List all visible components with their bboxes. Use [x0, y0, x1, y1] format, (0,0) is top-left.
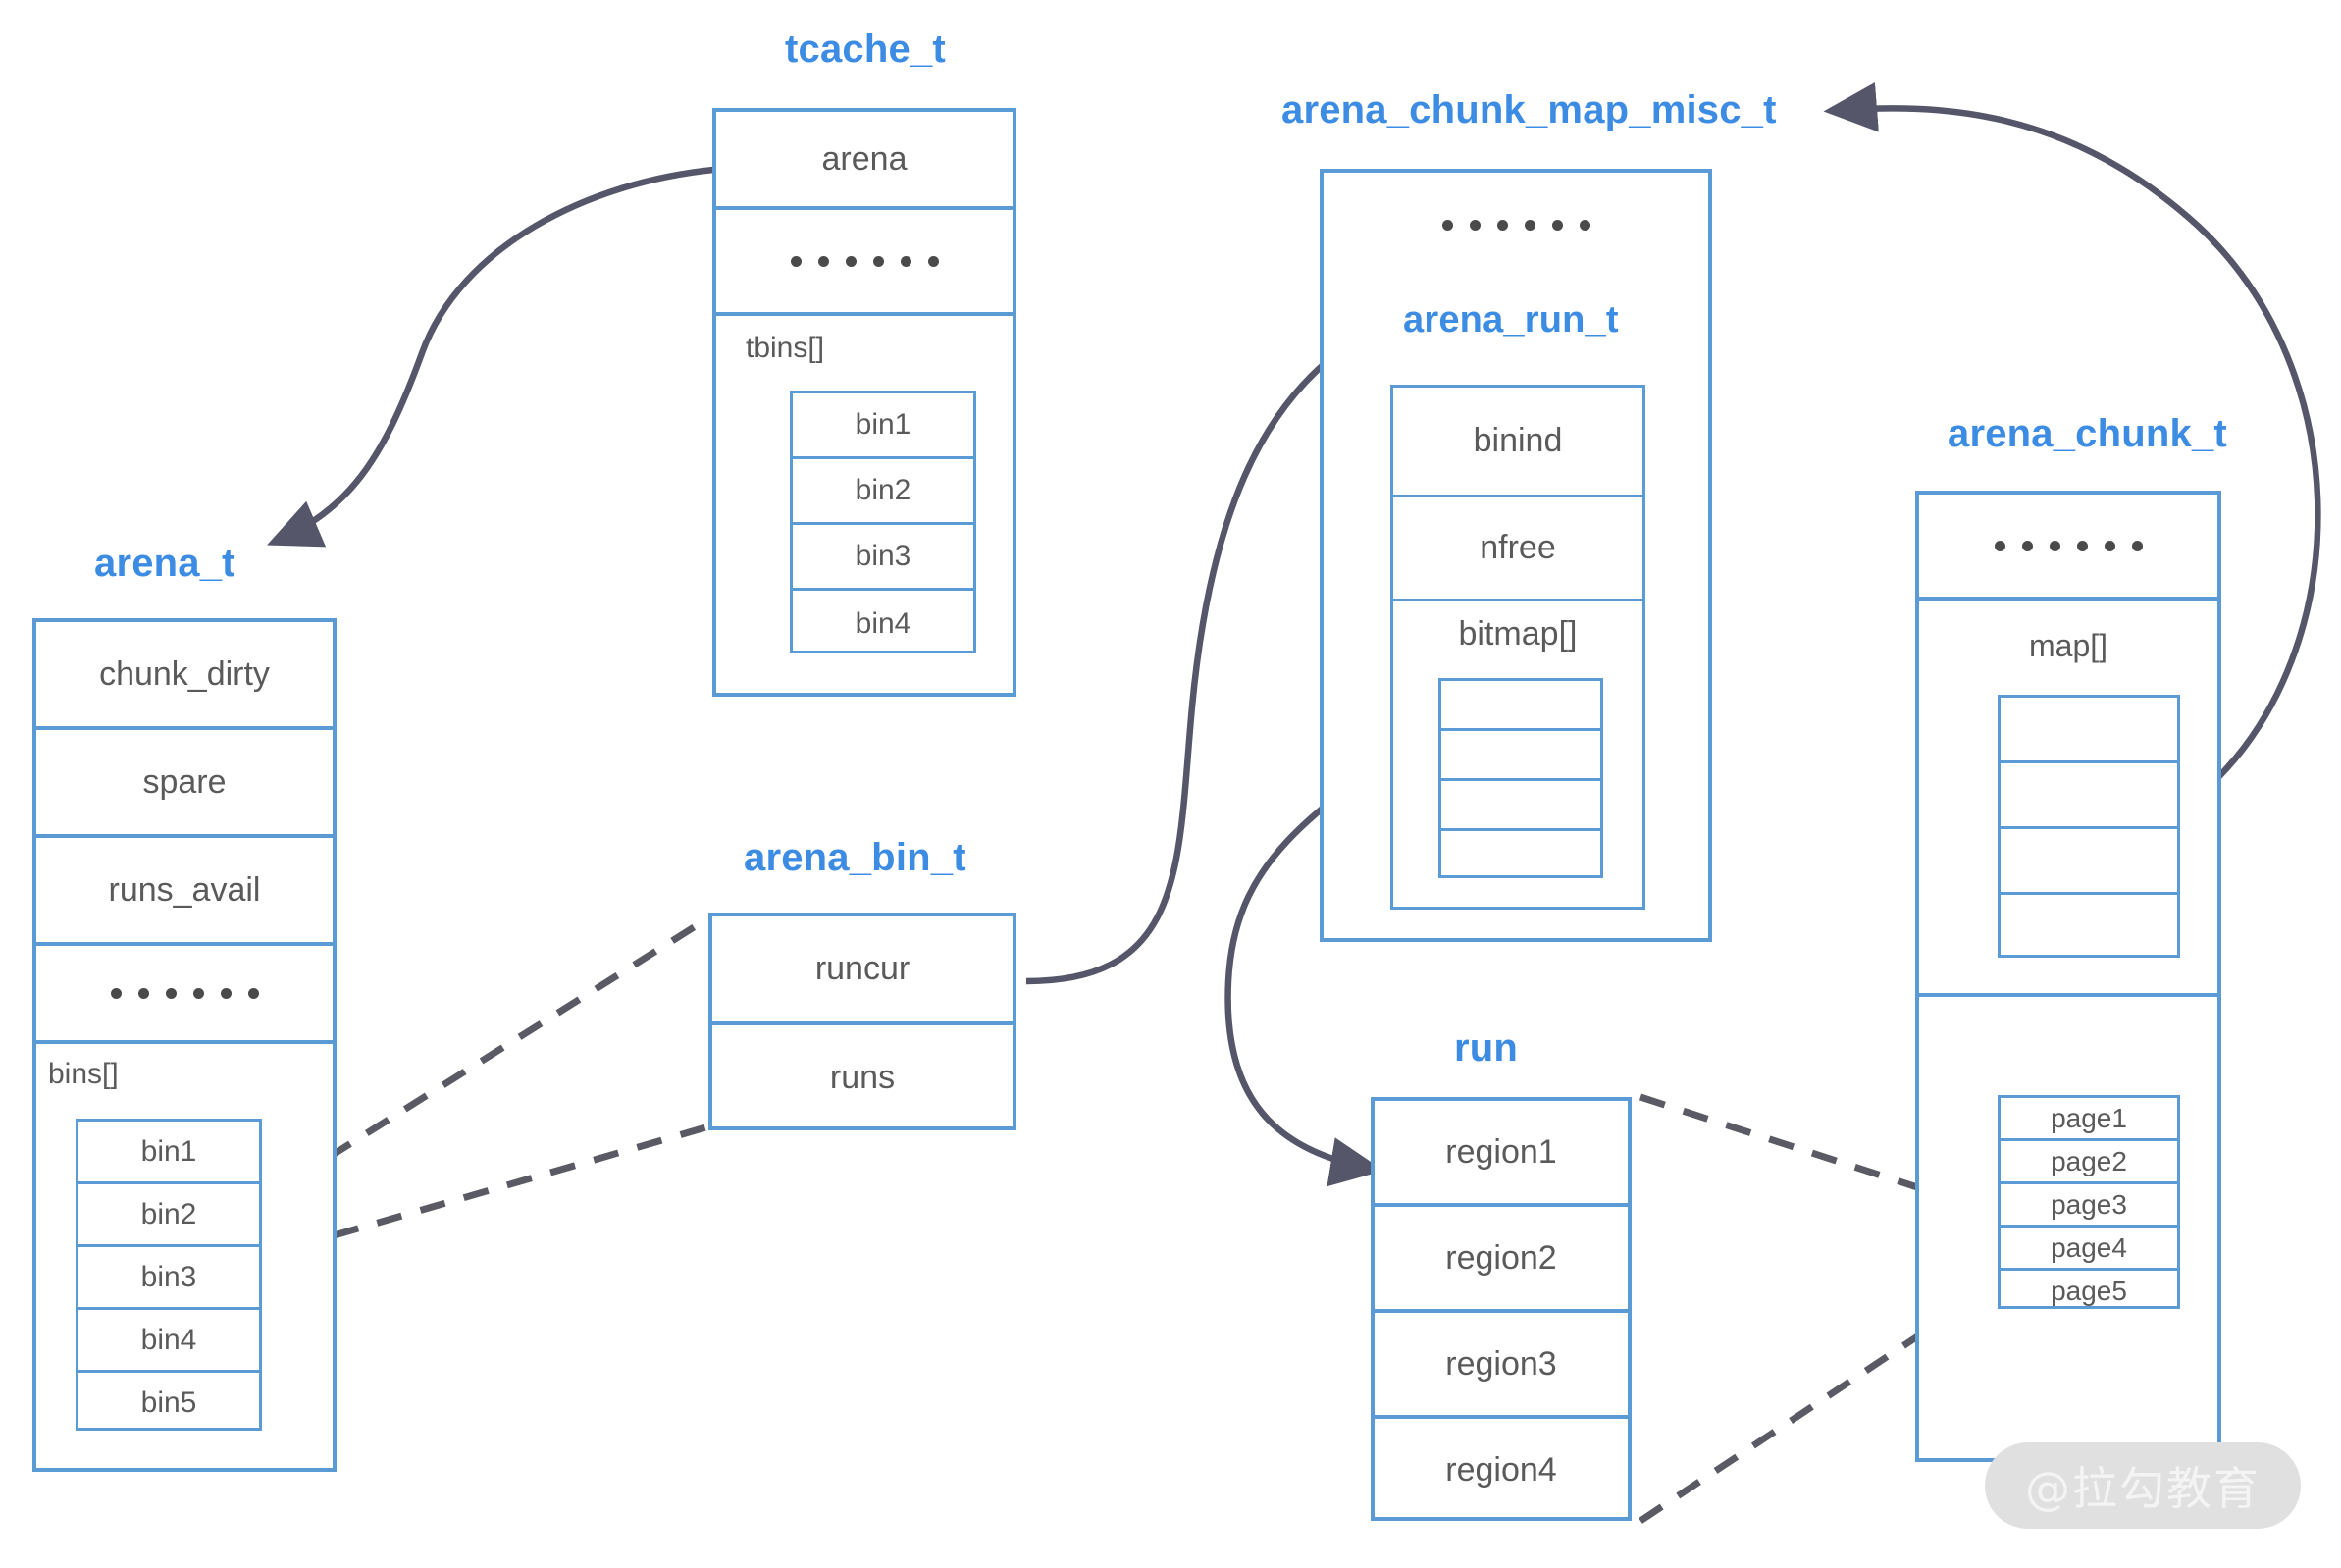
bitmap-item[interactable] [1441, 731, 1600, 781]
arena-chunk-t-field-map: map[] [1919, 601, 2217, 997]
page-item[interactable]: page3 [2001, 1184, 2177, 1228]
bins-item[interactable]: bin2 [78, 1184, 259, 1247]
map-array-label: map[] [2028, 628, 2108, 663]
tbins-item[interactable]: bin4 [855, 606, 911, 640]
arena-t-field-spare[interactable]: spare [36, 730, 333, 838]
arena-run-t-field-binind[interactable]: binind [1393, 388, 1642, 497]
arena-t-title: arena_t [94, 542, 235, 585]
connector-bin2-bottom-dashed [289, 1123, 710, 1252]
map-item[interactable] [2001, 698, 2177, 763]
arena-run-t-field-bitmap: bitmap[] [1393, 601, 1642, 907]
watermark: @拉勾教育 [1985, 1442, 2301, 1529]
tcache-t-box: arena tbins[] bin1 bin2 bin3 bin4 [712, 108, 1016, 697]
arena-bin-t-box: runcur runs [708, 913, 1016, 1130]
bitmap-item[interactable] [1441, 781, 1600, 831]
arena-t-field-chunk-dirty[interactable]: chunk_dirty [36, 622, 333, 730]
map-item[interactable] [2001, 763, 2177, 829]
bins-item[interactable]: bin3 [78, 1247, 259, 1310]
bins-array-label: bins[] [48, 1058, 119, 1090]
run-box: region1 region2 region3 region4 [1371, 1097, 1632, 1521]
arena-chunk-t-box: map[] page1 page2 page3 page4 page5 [1915, 491, 2221, 1462]
misc-t-field-ellipsis [1324, 173, 1708, 277]
arena-run-t-box: binind nfree bitmap[] [1390, 385, 1645, 910]
arena-run-t-title: arena_run_t [1403, 299, 1619, 340]
connector-tcache-arena-to-arena-t [267, 166, 714, 548]
run-field-region3[interactable]: region3 [1375, 1313, 1628, 1419]
arena-chunk-t-title: arena_chunk_t [1948, 412, 2227, 455]
run-field-region4[interactable]: region4 [1445, 1450, 1557, 1489]
bins-item[interactable]: bin5 [140, 1386, 197, 1419]
bitmap-array-label: bitmap[] [1458, 615, 1578, 653]
run-field-region1[interactable]: region1 [1375, 1101, 1628, 1207]
bins-item[interactable]: bin4 [78, 1310, 259, 1373]
tbins-array-box: bin1 bin2 bin3 bin4 [790, 391, 976, 653]
connector-bin2-top-dashed [288, 915, 711, 1184]
tcache-t-field-ellipsis [716, 210, 1013, 316]
page-item[interactable]: page5 [2051, 1276, 2127, 1306]
arena-t-field-bins: bins[] bin1 bin2 bin3 bin4 bin5 [36, 1044, 333, 1468]
map-item[interactable] [2001, 895, 2177, 958]
arena-chunk-t-field-pages: page1 page2 page3 page4 page5 [1919, 997, 2217, 1458]
tbins-item[interactable]: bin3 [793, 525, 973, 591]
map-item[interactable] [2001, 829, 2177, 895]
tbins-item[interactable]: bin2 [793, 459, 973, 525]
tcache-t-title: tcache_t [785, 27, 946, 71]
arena-bin-t-title: arena_bin_t [744, 836, 966, 879]
pages-array-box: page1 page2 page3 page4 page5 [1998, 1095, 2180, 1309]
page-item[interactable]: page4 [2001, 1228, 2177, 1271]
tbins-array-label: tbins[] [746, 332, 825, 364]
run-field-region2[interactable]: region2 [1375, 1207, 1628, 1313]
tcache-t-field-tbins: tbins[] bin1 bin2 bin3 bin4 [716, 316, 1013, 697]
bitmap-array-box [1438, 678, 1603, 878]
arena-chunk-map-misc-t-title: arena_chunk_map_misc_t [1281, 88, 1777, 131]
tcache-t-field-arena[interactable]: arena [716, 112, 1013, 210]
run-title: run [1454, 1026, 1519, 1070]
arena-bin-t-field-runs[interactable]: runs [829, 1059, 896, 1096]
arena-t-field-runs-avail[interactable]: runs_avail [36, 838, 333, 946]
bitmap-item[interactable] [1441, 831, 1600, 878]
arena-t-field-ellipsis [36, 946, 333, 1044]
page-item[interactable]: page2 [2001, 1141, 2177, 1184]
bins-item[interactable]: bin1 [78, 1122, 259, 1184]
bins-array-box: bin1 bin2 bin3 bin4 bin5 [76, 1119, 262, 1431]
arena-chunk-t-field-ellipsis [1919, 495, 2217, 601]
arena-bin-t-field-runcur[interactable]: runcur [712, 916, 1013, 1025]
tbins-item[interactable]: bin1 [793, 393, 973, 459]
arena-t-box: chunk_dirty spare runs_avail bins[] bin1… [32, 618, 337, 1472]
map-array-box [1998, 695, 2180, 958]
page-item[interactable]: page1 [2001, 1098, 2177, 1141]
arena-run-t-field-nfree[interactable]: nfree [1393, 497, 1642, 601]
bitmap-item[interactable] [1441, 681, 1600, 731]
